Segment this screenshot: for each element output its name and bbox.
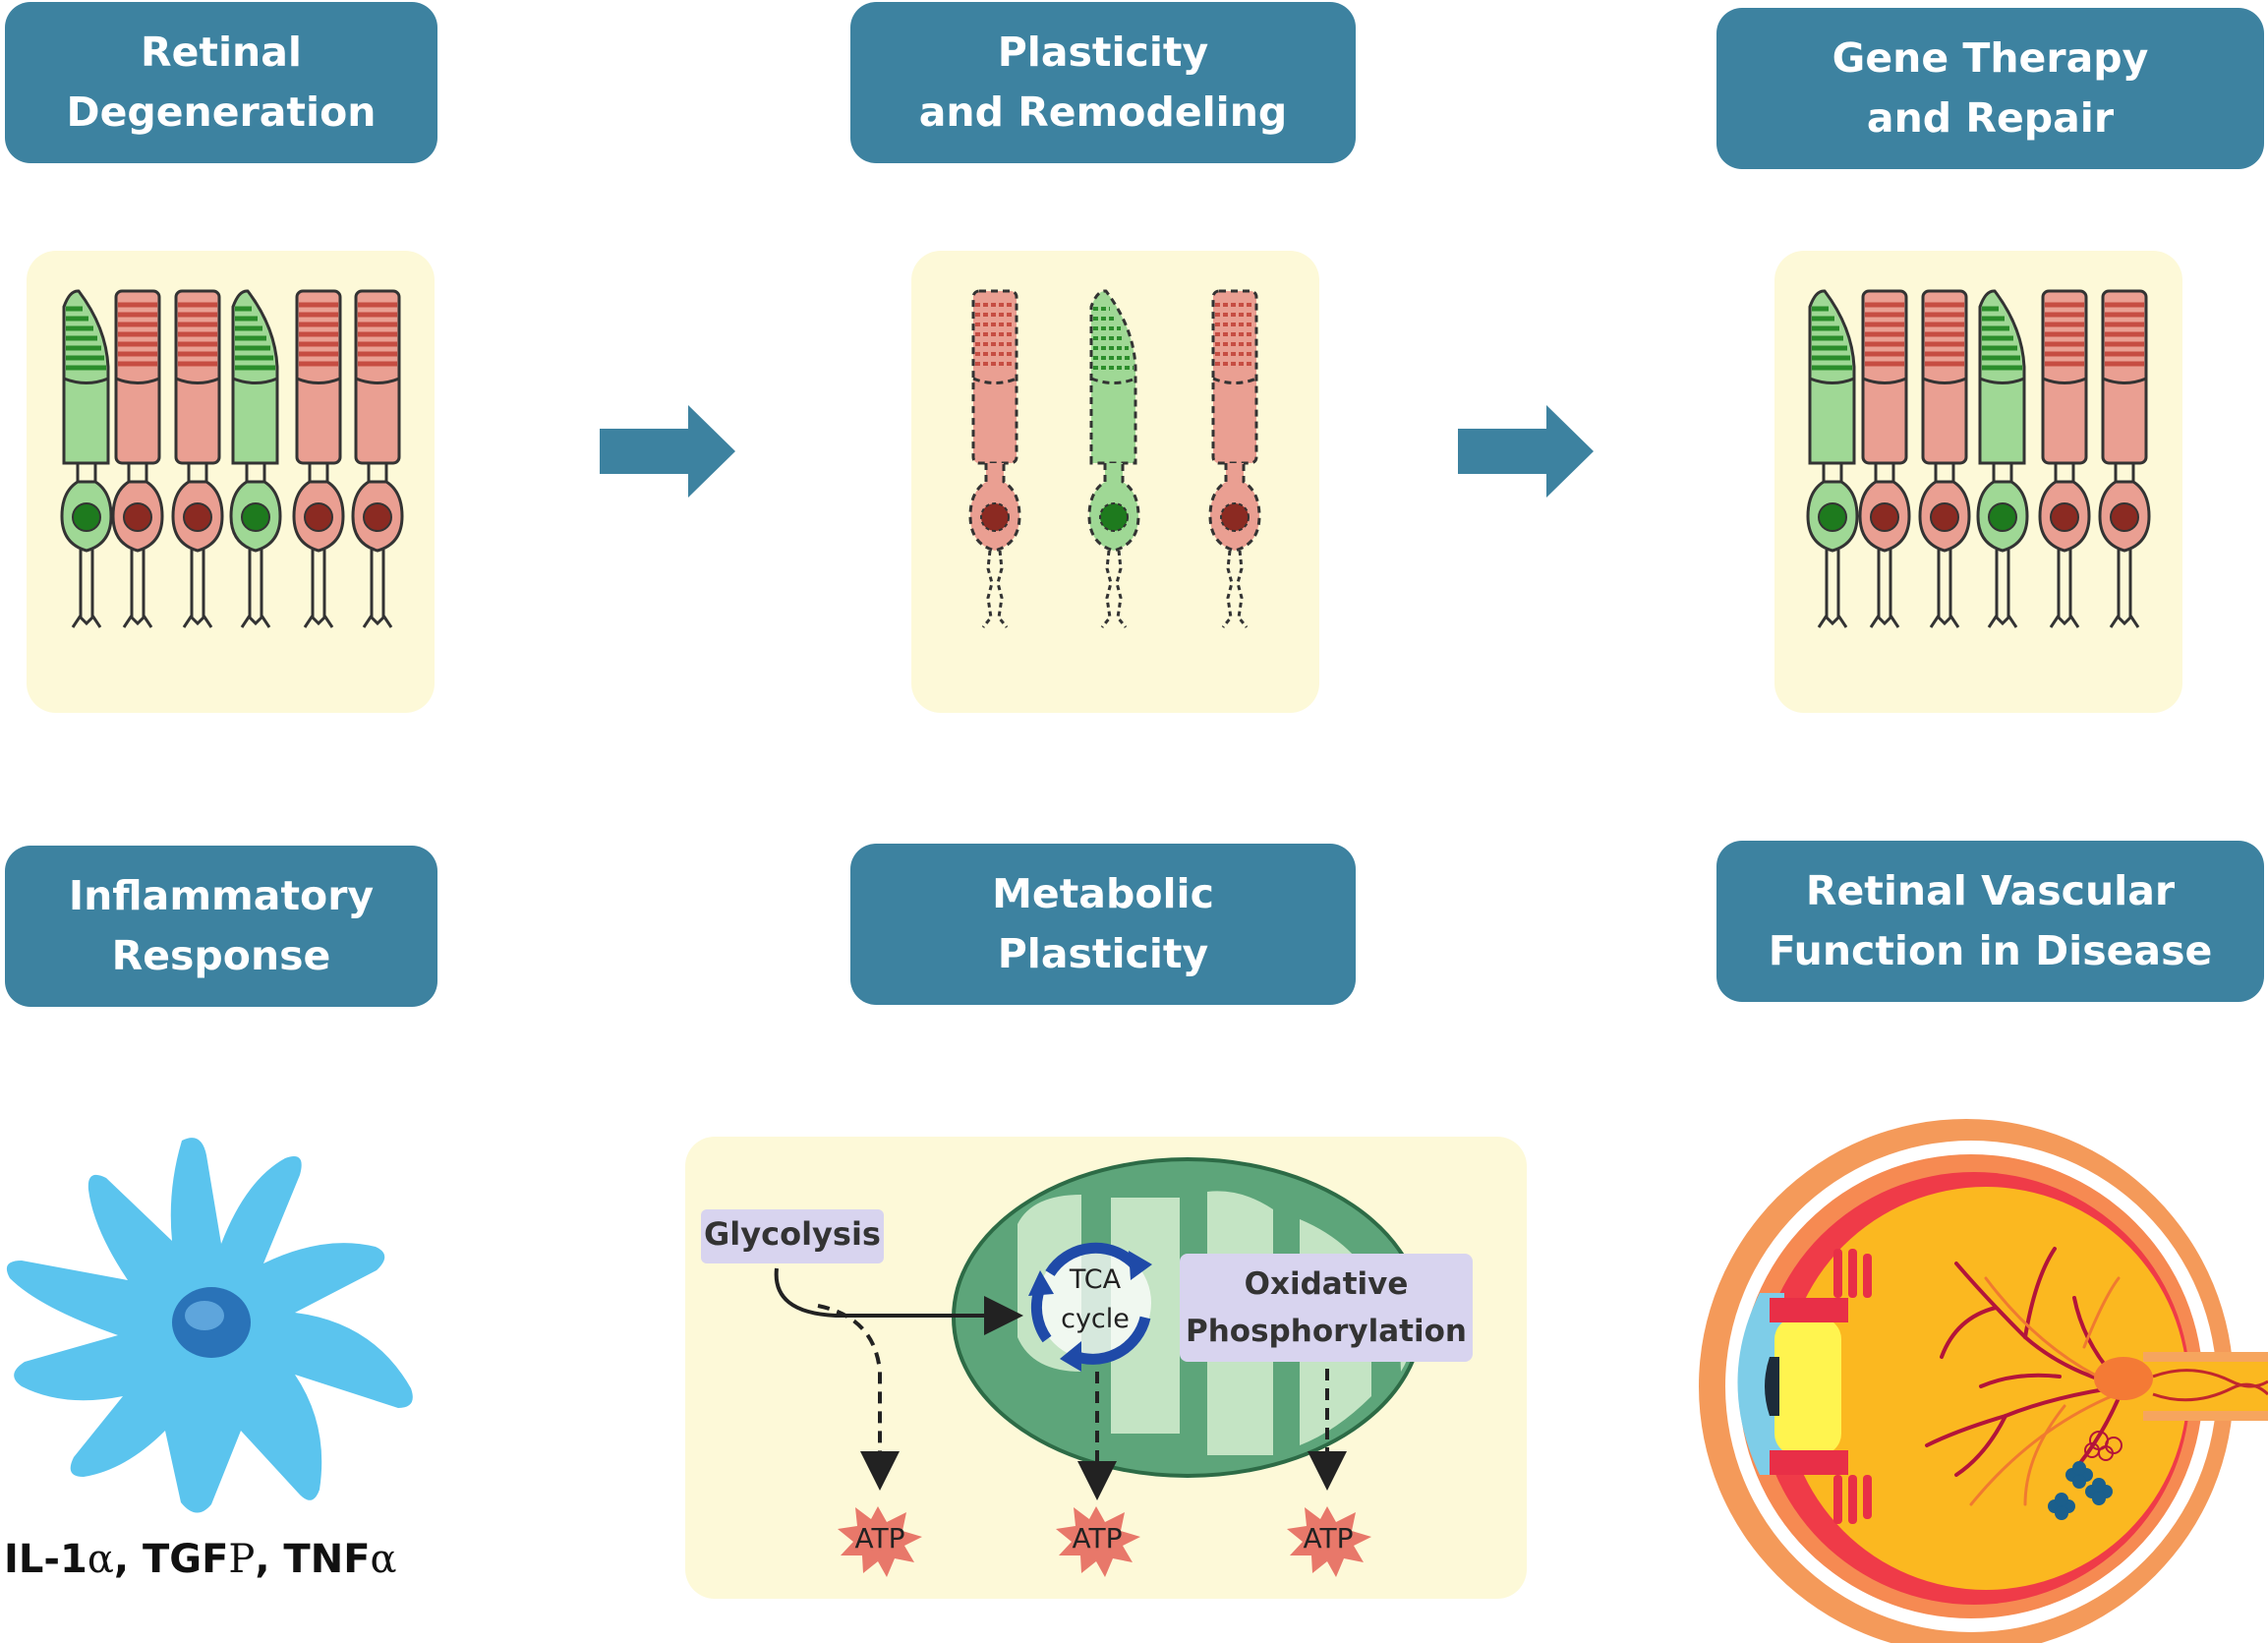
header-line: Retinal Vascular: [1805, 867, 2176, 914]
oxphos-box: [1180, 1254, 1473, 1362]
cone-cell: [231, 291, 280, 627]
tca-label-line: TCA: [1069, 1264, 1122, 1295]
header-line: Response: [111, 932, 331, 979]
photoreceptor-row-degeneration: [62, 291, 402, 627]
tca-cycle-icon: [1028, 1242, 1152, 1372]
rod-cell-degenerating: [968, 289, 1021, 629]
tca-label-line: cycle: [1061, 1304, 1130, 1334]
glycolysis-to-tca-arrow: [774, 1267, 1023, 1335]
header-line: and Repair: [1866, 94, 2115, 142]
cytokine-alpha: α: [87, 1537, 114, 1582]
lesion-icon: [2048, 1461, 2113, 1520]
header-line: Function in Disease: [1768, 927, 2213, 974]
rod-cell: [173, 291, 222, 627]
header-retinal-vascular: Retinal Vascular Function in Disease: [1716, 841, 2264, 1002]
rod-cell: [113, 291, 162, 627]
rod-cell: [1860, 291, 1909, 627]
tca-label: TCA cycle: [1055, 1261, 1135, 1339]
header-plasticity-remodeling: Plasticity and Remodeling: [850, 2, 1356, 163]
cone-cell: [1808, 291, 1857, 627]
cytokine-label: IL-1α, TGFΡ, TNFα: [4, 1537, 397, 1582]
atp-label: ATP: [1072, 1522, 1123, 1555]
photoreceptor-row-repair: [1808, 291, 2149, 627]
flow-arrow-right: [600, 405, 735, 498]
atp-label: ATP: [1303, 1522, 1354, 1555]
atp-starburst: [1056, 1506, 1140, 1577]
oxphos-label-line: Phosphorylation: [1186, 1314, 1467, 1349]
rod-cell: [2100, 291, 2149, 627]
rod-cell: [1920, 291, 1969, 627]
rod-cell: [353, 291, 402, 627]
glycolysis-label: Glycolysis: [704, 1215, 881, 1253]
header-metabolic-plasticity: Metabolic Plasticity: [850, 844, 1356, 1005]
header-line: and Remodeling: [918, 88, 1288, 136]
header-inflammatory-response: Inflammatory Response: [5, 846, 437, 1007]
cytokine-p: Ρ: [228, 1537, 256, 1582]
cytokine-sep: , TGF: [113, 1537, 229, 1582]
cone-cell-degenerating: [1087, 288, 1140, 629]
rod-cell: [294, 291, 343, 627]
oxphos-label-line: Oxidative: [1244, 1266, 1409, 1302]
glycolysis-to-atp-arrow: [817, 1304, 900, 1491]
header-line: Retinal: [141, 29, 302, 76]
header-line: Inflammatory: [68, 872, 375, 919]
eye-cross-section: [1699, 1119, 2268, 1643]
header-line: Metabolic: [992, 870, 1214, 917]
header-retinal-degeneration: Retinal Degeneration: [5, 2, 437, 163]
header-line: Plasticity: [997, 930, 1209, 977]
header-line: Degeneration: [66, 88, 377, 136]
atp-starburst: [838, 1506, 922, 1577]
header-line: Plasticity: [997, 29, 1209, 76]
cytokine-alpha: α: [370, 1537, 397, 1582]
atp-starburst: [1287, 1506, 1371, 1577]
flow-arrow-right: [1458, 405, 1594, 498]
microglia-cell: [6, 1138, 413, 1513]
rod-cell-degenerating: [1208, 289, 1261, 629]
photoreceptor-row-remodeling: [968, 288, 1261, 629]
cytokine-tnf: , TNF: [255, 1537, 371, 1582]
cytokine-il: IL-1: [4, 1537, 87, 1582]
cone-cell: [62, 291, 111, 627]
oxphos-label: Oxidative Phosphorylation: [1180, 1261, 1473, 1355]
glycolysis-box: [701, 1209, 884, 1263]
header-gene-therapy: Gene Therapy and Repair: [1716, 8, 2264, 169]
rod-cell: [2040, 291, 2089, 627]
cone-cell: [1978, 291, 2027, 627]
atp-label: ATP: [854, 1522, 905, 1555]
header-line: Gene Therapy: [1832, 34, 2149, 82]
